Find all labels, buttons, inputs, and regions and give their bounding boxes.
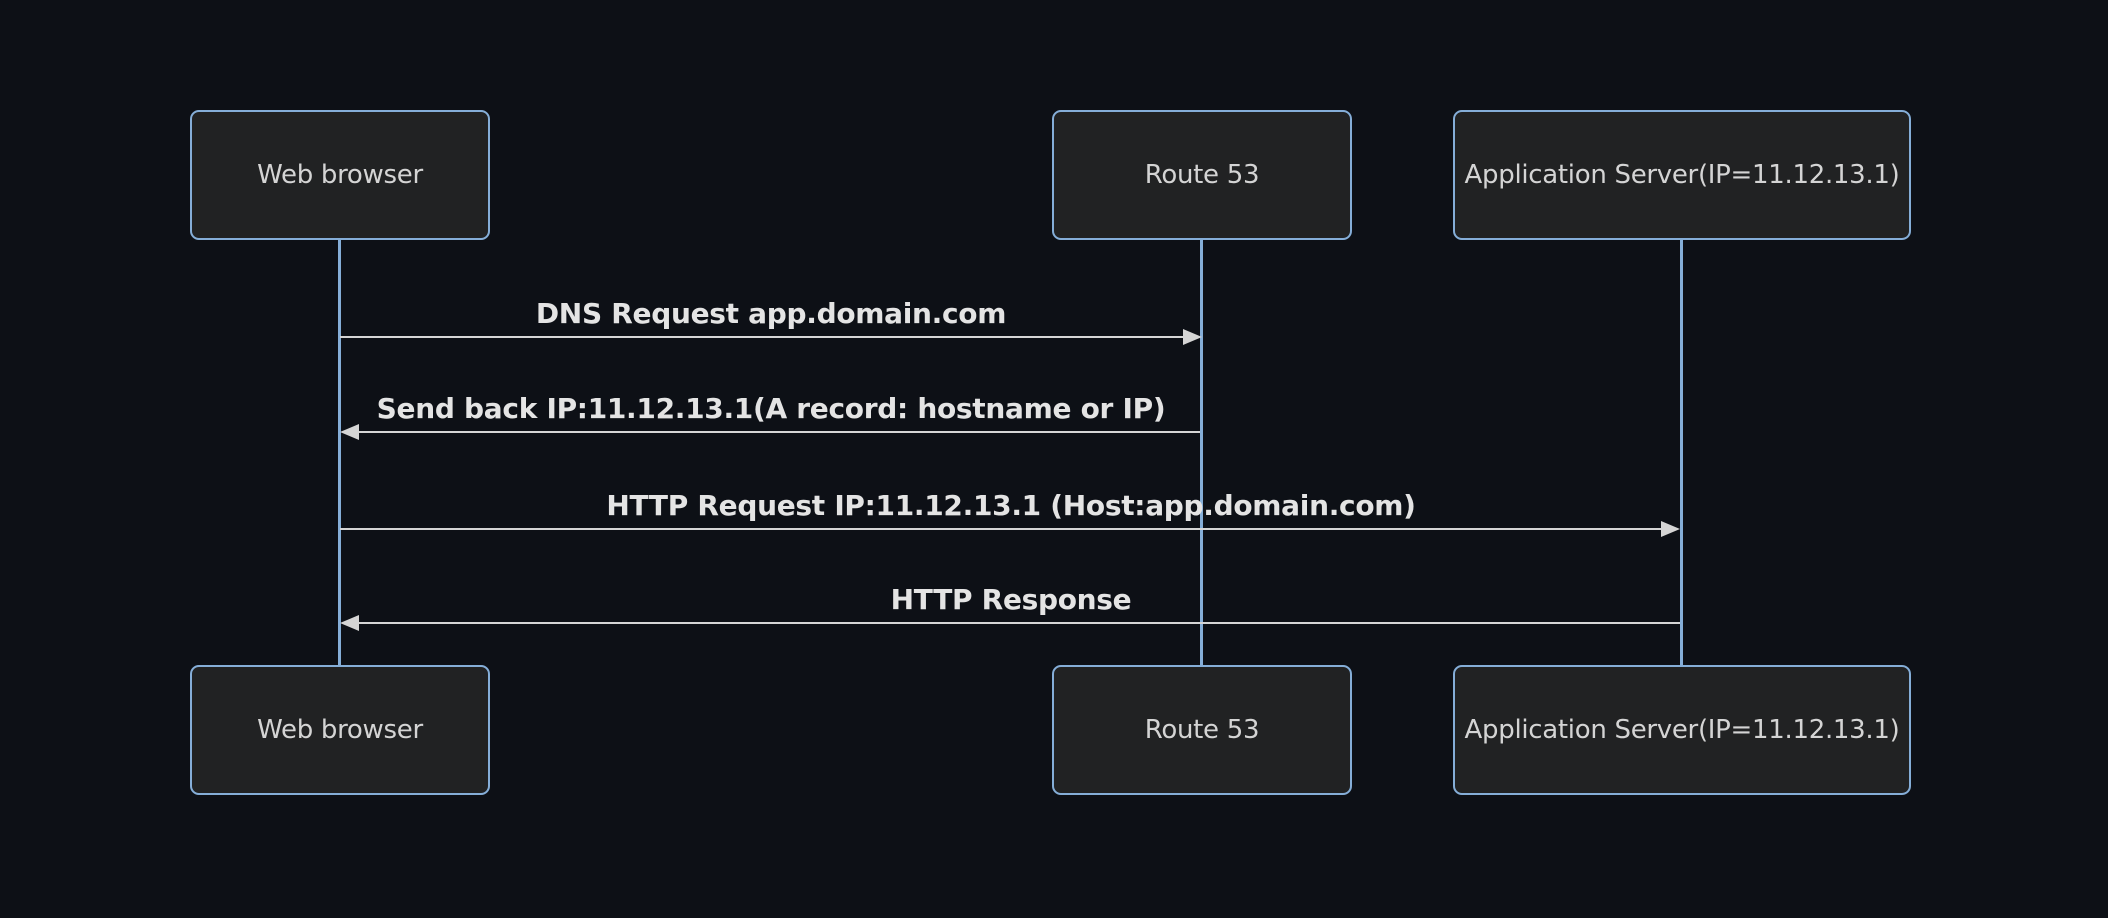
message-label: Send back IP:11.12.13.1(A record: hostna… — [376, 392, 1166, 425]
lifeline-route-53 — [1200, 238, 1203, 667]
actor-label: Route 53 — [1144, 715, 1260, 745]
actor-web-browser-bottom: Web browser — [190, 665, 490, 795]
actor-web-browser-top: Web browser — [190, 110, 490, 240]
lifeline-app-server — [1680, 238, 1683, 667]
message-label: HTTP Request IP:11.12.13.1 (Host:app.dom… — [606, 489, 1416, 522]
arrowhead-left-icon — [340, 615, 359, 631]
actor-app-server-top: Application Server(IP=11.12.13.1) — [1453, 110, 1911, 240]
message-line — [340, 528, 1662, 530]
actor-label: Route 53 — [1144, 160, 1260, 190]
actor-route-53-top: Route 53 — [1052, 110, 1352, 240]
actor-label: Application Server(IP=11.12.13.1) — [1464, 715, 1900, 745]
lifeline-web-browser — [338, 238, 341, 667]
message-line — [359, 622, 1680, 624]
message-label: DNS Request app.domain.com — [535, 297, 1007, 330]
arrowhead-right-icon — [1183, 329, 1202, 345]
actor-label: Application Server(IP=11.12.13.1) — [1464, 160, 1900, 190]
actor-label: Web browser — [257, 715, 423, 745]
message-line — [359, 431, 1200, 433]
actor-app-server-bottom: Application Server(IP=11.12.13.1) — [1453, 665, 1911, 795]
message-label: HTTP Response — [890, 583, 1132, 616]
actor-label: Web browser — [257, 160, 423, 190]
actor-route-53-bottom: Route 53 — [1052, 665, 1352, 795]
arrowhead-right-icon — [1661, 521, 1680, 537]
arrowhead-left-icon — [340, 424, 359, 440]
message-line — [340, 336, 1184, 338]
